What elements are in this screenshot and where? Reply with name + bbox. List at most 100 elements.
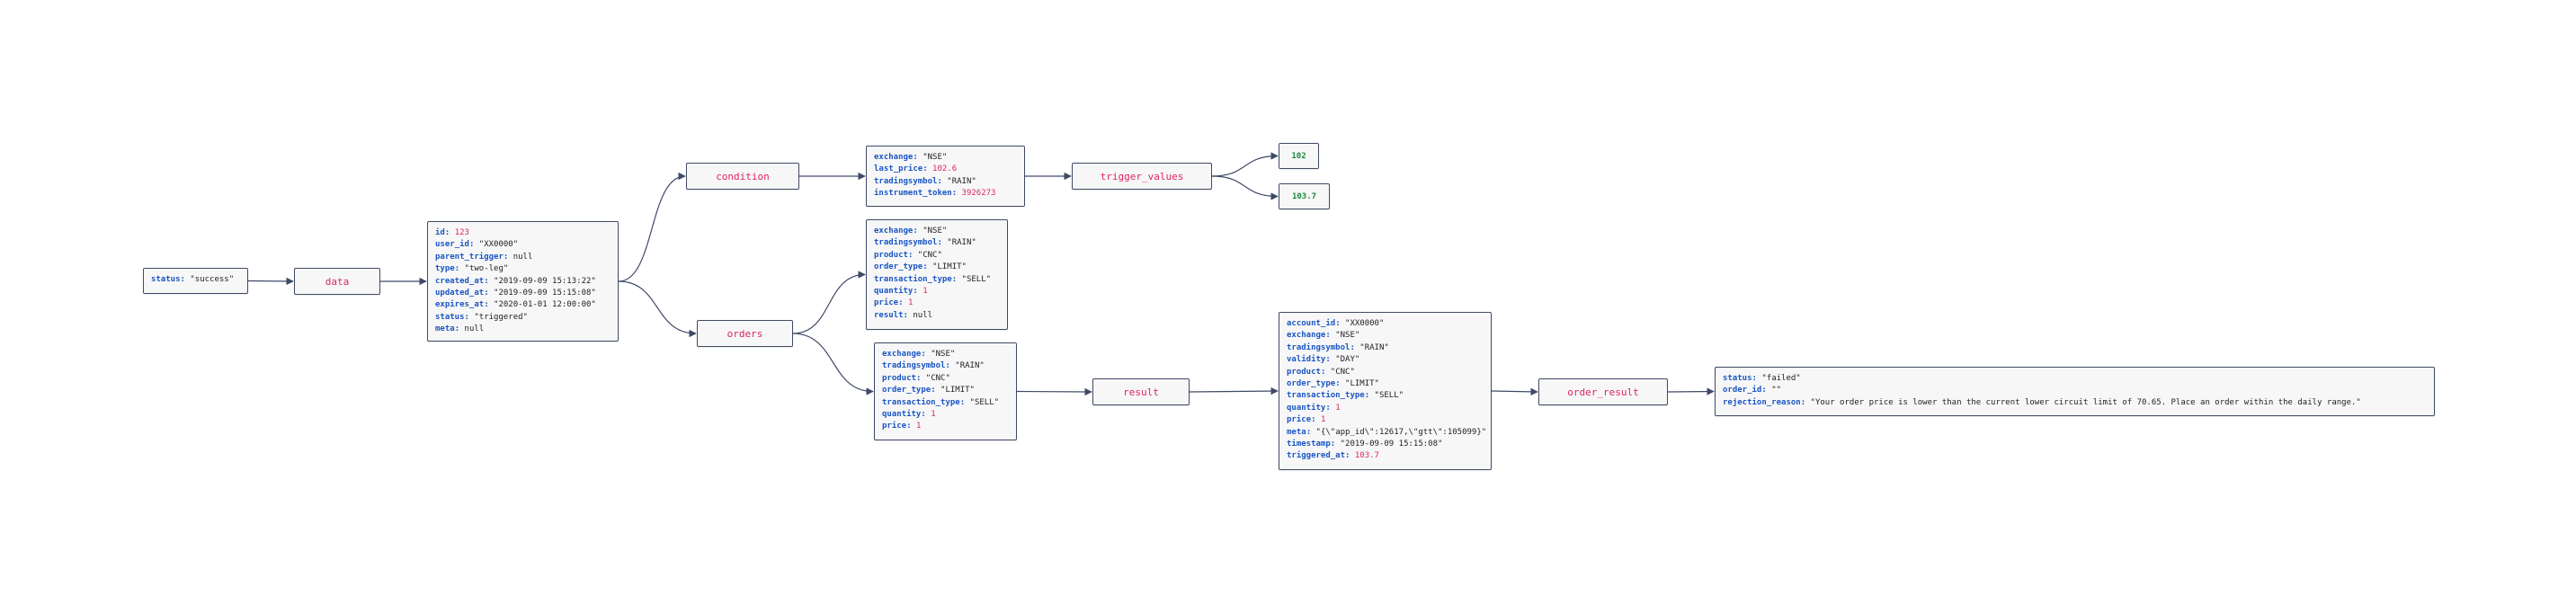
kv-row: timestamp: "2019-09-09 15:15:08" <box>1287 439 1484 450</box>
kv-value: "2019-09-09 15:15:08" <box>1340 440 1443 449</box>
kv-key: order_type <box>882 386 931 395</box>
kv-colon: : <box>1311 415 1321 425</box>
kv-key: transaction_type <box>882 397 960 407</box>
kv-value: "" <box>1771 386 1782 395</box>
kv-row: quantity: 1 <box>882 409 1009 421</box>
edge-result_obj-to-order_result <box>1491 387 1538 396</box>
kv-colon: : <box>1800 397 1811 407</box>
kv-key: meta <box>1287 427 1306 437</box>
kv-value: "XX0000" <box>1345 319 1385 328</box>
kv-colon: : <box>923 262 933 272</box>
kv-colon: : <box>1345 451 1355 461</box>
kv-key: instrument_token <box>874 189 952 199</box>
kv-value: "RAIN" <box>1359 342 1389 352</box>
kv-value: 1 <box>1320 415 1326 425</box>
kv-value: "2020-01-01 12:00:00" <box>494 300 596 310</box>
node-orders[interactable]: orders <box>697 320 793 347</box>
kv-colon: : <box>903 310 914 320</box>
kv-key: last_price <box>874 164 923 174</box>
kv-colon: : <box>937 238 948 248</box>
kv-colon: : <box>454 264 465 274</box>
node-order-0[interactable]: exchange: "NSE"tradingsymbol: "RAIN"prod… <box>866 219 1008 330</box>
node-label: trigger_values <box>1100 170 1184 182</box>
node-order-result-object[interactable]: status: "failed"order_id: ""rejection_re… <box>1715 367 2435 416</box>
kv-colon: : <box>945 361 956 371</box>
node-trigger-value-1[interactable]: 103.7 <box>1279 183 1330 209</box>
kv-row: instrument_token: 3926273 <box>874 188 1017 200</box>
kv-row: result: null <box>874 310 1000 322</box>
node-order-1[interactable]: exchange: "NSE"tradingsymbol: "RAIN"prod… <box>874 342 1017 440</box>
node-label: result <box>1123 386 1159 398</box>
kv-key: account_id <box>1287 319 1336 328</box>
node-trigger-values[interactable]: trigger_values <box>1072 163 1212 190</box>
edge-data_obj-to-condition <box>618 172 686 282</box>
kv-key: product <box>882 373 916 383</box>
kv-row: account_id: "XX0000" <box>1287 318 1484 330</box>
kv-colon: : <box>1350 342 1360 352</box>
kv-key: status <box>151 275 181 284</box>
kv-value: "NSE" <box>931 350 956 359</box>
kv-row: last_price: 102.6 <box>874 164 1017 175</box>
kv-key: exchange <box>874 153 914 162</box>
kv-colon: : <box>951 189 962 199</box>
kv-colon: : <box>484 276 495 286</box>
kv-row: tradingsymbol: "RAIN" <box>874 237 1000 249</box>
kv-row: exchange: "NSE" <box>874 226 1000 237</box>
kv-row: status: "triggered" <box>435 312 611 324</box>
kv-colon: : <box>484 300 495 310</box>
kv-value: 3926273 <box>961 189 996 199</box>
kv-row: status: "success" <box>151 274 240 286</box>
kv-row: exchange: "NSE" <box>874 152 1017 164</box>
kv-key: order_id <box>1723 386 1762 395</box>
kv-value: "success" <box>190 275 235 284</box>
node-result[interactable]: result <box>1092 378 1190 405</box>
node-condition[interactable]: condition <box>686 163 799 190</box>
kv-key: product <box>874 250 908 260</box>
node-label: order_result <box>1567 386 1639 398</box>
edge-order1-to-result <box>1016 387 1092 396</box>
kv-colon: : <box>444 228 455 237</box>
node-data[interactable]: data <box>294 268 380 295</box>
kv-row: tradingsymbol: "RAIN" <box>1287 342 1484 354</box>
kv-row: quantity: 1 <box>874 286 1000 298</box>
edge-trigger_values-to-tv1 <box>1211 175 1279 200</box>
kv-row: product: "CNC" <box>882 373 1009 385</box>
kv-value: 1 <box>923 287 928 297</box>
kv-row: product: "CNC" <box>874 250 1000 262</box>
kv-row: tradingsymbol: "RAIN" <box>874 176 1017 188</box>
edge-order_result-to-order_result_obj <box>1667 387 1715 395</box>
kv-value: "DAY" <box>1335 355 1360 365</box>
node-label: data <box>325 275 350 288</box>
kv-colon: : <box>913 227 923 235</box>
kv-colon: : <box>1335 319 1346 328</box>
kv-key: tradingsymbol <box>874 238 938 248</box>
kv-value: null <box>913 310 933 320</box>
kv-value: "2019-09-09 15:15:08" <box>494 289 596 298</box>
kv-key: quantity <box>1287 403 1326 413</box>
kv-colon: : <box>1325 331 1336 341</box>
kv-colon: : <box>503 252 513 262</box>
kv-value: "two-leg" <box>464 264 509 274</box>
kv-colon: : <box>915 373 926 383</box>
node-trigger-value-0[interactable]: 102 <box>1279 143 1319 169</box>
kv-key: status <box>1723 374 1752 383</box>
kv-row: transaction_type: "SELL" <box>1287 390 1484 402</box>
kv-key: tradingsymbol <box>882 361 946 371</box>
kv-key: tradingsymbol <box>1287 342 1350 352</box>
kv-row: validity: "DAY" <box>1287 354 1484 366</box>
node-root[interactable]: status: "success" <box>143 268 248 294</box>
kv-key: tradingsymbol <box>874 176 938 186</box>
kv-row: price: 1 <box>1287 414 1484 426</box>
kv-value: null <box>513 252 533 262</box>
kv-value: 1 <box>931 410 936 420</box>
kv-row: meta: "{\"app_id\":12617,\"gtt\":105099}… <box>1287 427 1486 439</box>
node-result-object[interactable]: account_id: "XX0000"exchange: "NSE"tradi… <box>1279 312 1492 470</box>
kv-key: price <box>1287 415 1312 425</box>
kv-row: updated_at: "2019-09-09 15:15:08" <box>435 288 611 299</box>
kv-row: price: 1 <box>874 298 1000 309</box>
kv-value: "CNC" <box>917 250 942 260</box>
edge-result-to-result_obj <box>1189 386 1279 395</box>
node-order-result[interactable]: order_result <box>1538 378 1668 405</box>
